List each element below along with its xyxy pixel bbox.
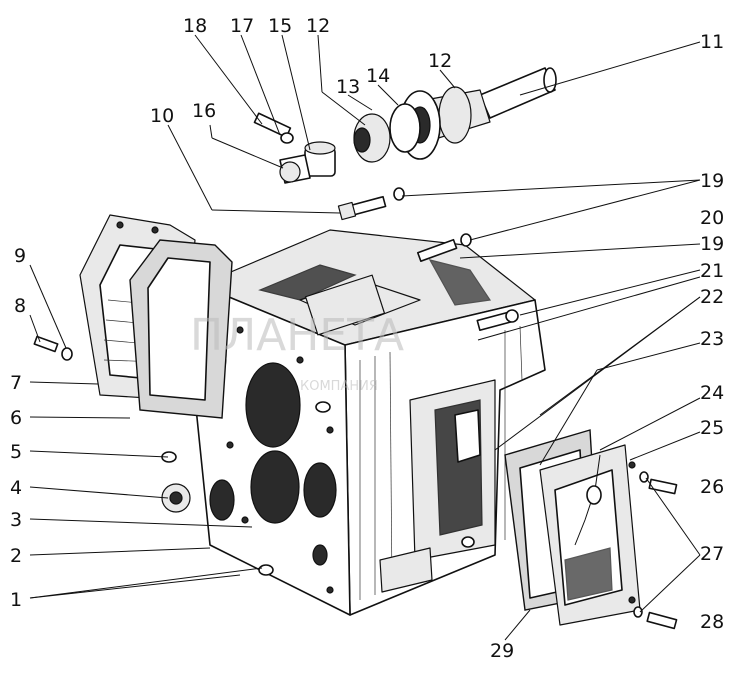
label-21: 21: [700, 260, 724, 282]
shaft-assembly: [353, 67, 557, 163]
label-25: 25: [700, 417, 724, 439]
label-17: 17: [230, 15, 254, 37]
label-29: 29: [490, 640, 514, 662]
label-11: 11: [700, 31, 724, 53]
label-14: 14: [366, 65, 390, 87]
label-18: 18: [183, 15, 207, 37]
label-22: 22: [700, 286, 724, 308]
label-24: 24: [700, 382, 724, 404]
label-9: 9: [14, 245, 26, 267]
right-cover: [539, 444, 641, 626]
label-16: 16: [192, 100, 216, 122]
label-28: 28: [700, 611, 724, 633]
fasteners: [33, 187, 678, 630]
label-12-right: 12: [428, 50, 452, 72]
label-19-top: 19: [700, 170, 724, 192]
label-1: 1: [10, 589, 22, 611]
label-6: 6: [10, 407, 22, 429]
label-19-mid: 19: [700, 233, 724, 255]
label-20: 20: [700, 207, 724, 229]
leader-lines: [29, 34, 701, 641]
watermark-tag: КОМПАНИЯ: [300, 379, 378, 394]
label-3: 3: [10, 509, 22, 531]
callout-numbers: 1 2 3 4 5 6 7 8 9 10 11 12 12 13 14 15 1…: [10, 15, 724, 662]
label-12-left: 12: [306, 15, 330, 37]
watermark: ПЛАНЕТА КОМПАНИЯ: [190, 310, 404, 394]
label-13: 13: [336, 76, 360, 98]
watermark-main: ПЛАНЕТА: [190, 310, 404, 361]
label-7: 7: [10, 372, 22, 394]
label-23: 23: [700, 328, 724, 350]
label-15: 15: [268, 15, 292, 37]
breather-parts: [253, 112, 336, 184]
gearbox-housing: [184, 229, 546, 616]
label-4: 4: [10, 477, 22, 499]
left-gasket: [129, 239, 233, 419]
label-26: 26: [700, 476, 724, 498]
label-27: 27: [700, 543, 724, 565]
label-5: 5: [10, 441, 22, 463]
label-8: 8: [14, 295, 26, 317]
label-10: 10: [150, 105, 174, 127]
label-2: 2: [10, 545, 22, 567]
